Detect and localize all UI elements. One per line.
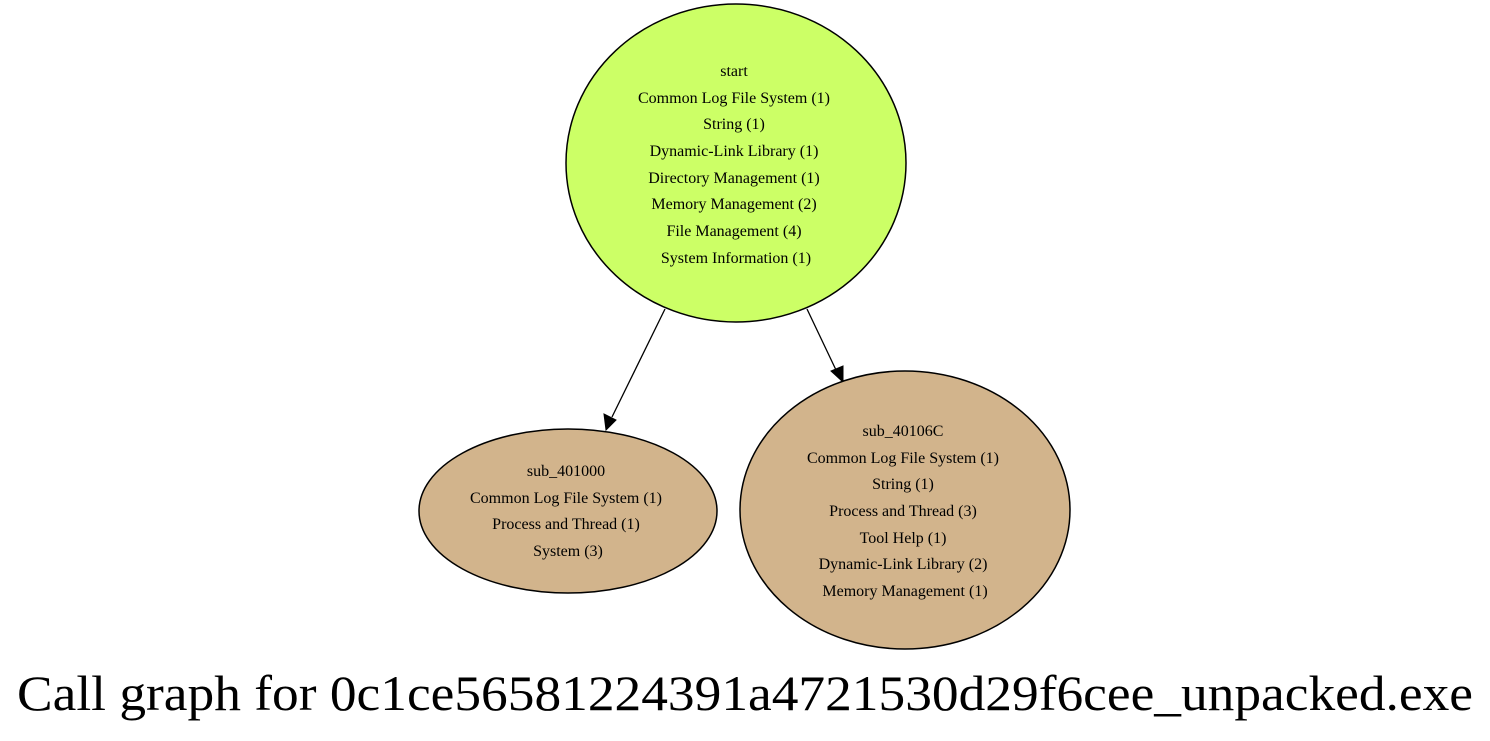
node-sub-401000-shape xyxy=(418,428,718,594)
node-sub-40106c-label: sub_40106C Common Log File System (1) St… xyxy=(807,423,1003,600)
node-sub-401000[interactable]: sub_401000 Common Log File System (1) Pr… xyxy=(418,428,718,594)
node-start-line-4: Directory Management (1) xyxy=(648,170,819,187)
graph-title: Call graph for 0c1ce56581224391a4721530d… xyxy=(17,665,1473,721)
node-start-name: start xyxy=(720,63,748,80)
node-sub-401000-line-2: Process and Thread (1) xyxy=(492,516,640,533)
edge-start-to-sub-40106c xyxy=(806,308,844,384)
node-sub-40106c-line-1: Common Log File System (1) xyxy=(807,450,999,467)
edge-line xyxy=(611,308,666,418)
node-sub-40106c-shape xyxy=(739,370,1071,650)
edge-line xyxy=(806,308,837,371)
node-start-line-5: Memory Management (2) xyxy=(651,196,816,213)
node-start-line-2: String (1) xyxy=(703,116,765,133)
node-start-line-6: File Management (4) xyxy=(666,223,801,240)
arrowhead-icon xyxy=(830,365,844,384)
node-sub-40106c-line-3: Process and Thread (3) xyxy=(829,503,977,520)
edge-start-to-sub-401000 xyxy=(603,308,666,432)
node-sub-401000-label: sub_401000 Common Log File System (1) Pr… xyxy=(470,463,666,560)
node-sub-40106c[interactable]: sub_40106C Common Log File System (1) St… xyxy=(739,370,1071,650)
node-sub-40106c-name: sub_40106C xyxy=(863,423,944,440)
node-sub-40106c-line-6: Memory Management (1) xyxy=(822,583,987,600)
node-sub-401000-name: sub_401000 xyxy=(527,463,605,480)
node-start-label: start Common Log File System (1) String … xyxy=(638,63,834,267)
node-start[interactable]: start Common Log File System (1) String … xyxy=(565,3,907,323)
node-start-shape xyxy=(565,3,907,323)
node-sub-40106c-line-5: Dynamic-Link Library (2) xyxy=(819,556,988,573)
arrowhead-icon xyxy=(603,413,617,432)
node-sub-401000-line-1: Common Log File System (1) xyxy=(470,490,662,507)
node-start-line-7: System Information (1) xyxy=(661,250,811,267)
node-start-line-3: Dynamic-Link Library (1) xyxy=(650,143,819,160)
node-start-line-1: Common Log File System (1) xyxy=(638,90,830,107)
node-sub-40106c-line-4: Tool Help (1) xyxy=(860,530,947,547)
node-sub-401000-line-3: System (3) xyxy=(533,543,603,560)
node-sub-40106c-line-2: String (1) xyxy=(872,476,934,493)
